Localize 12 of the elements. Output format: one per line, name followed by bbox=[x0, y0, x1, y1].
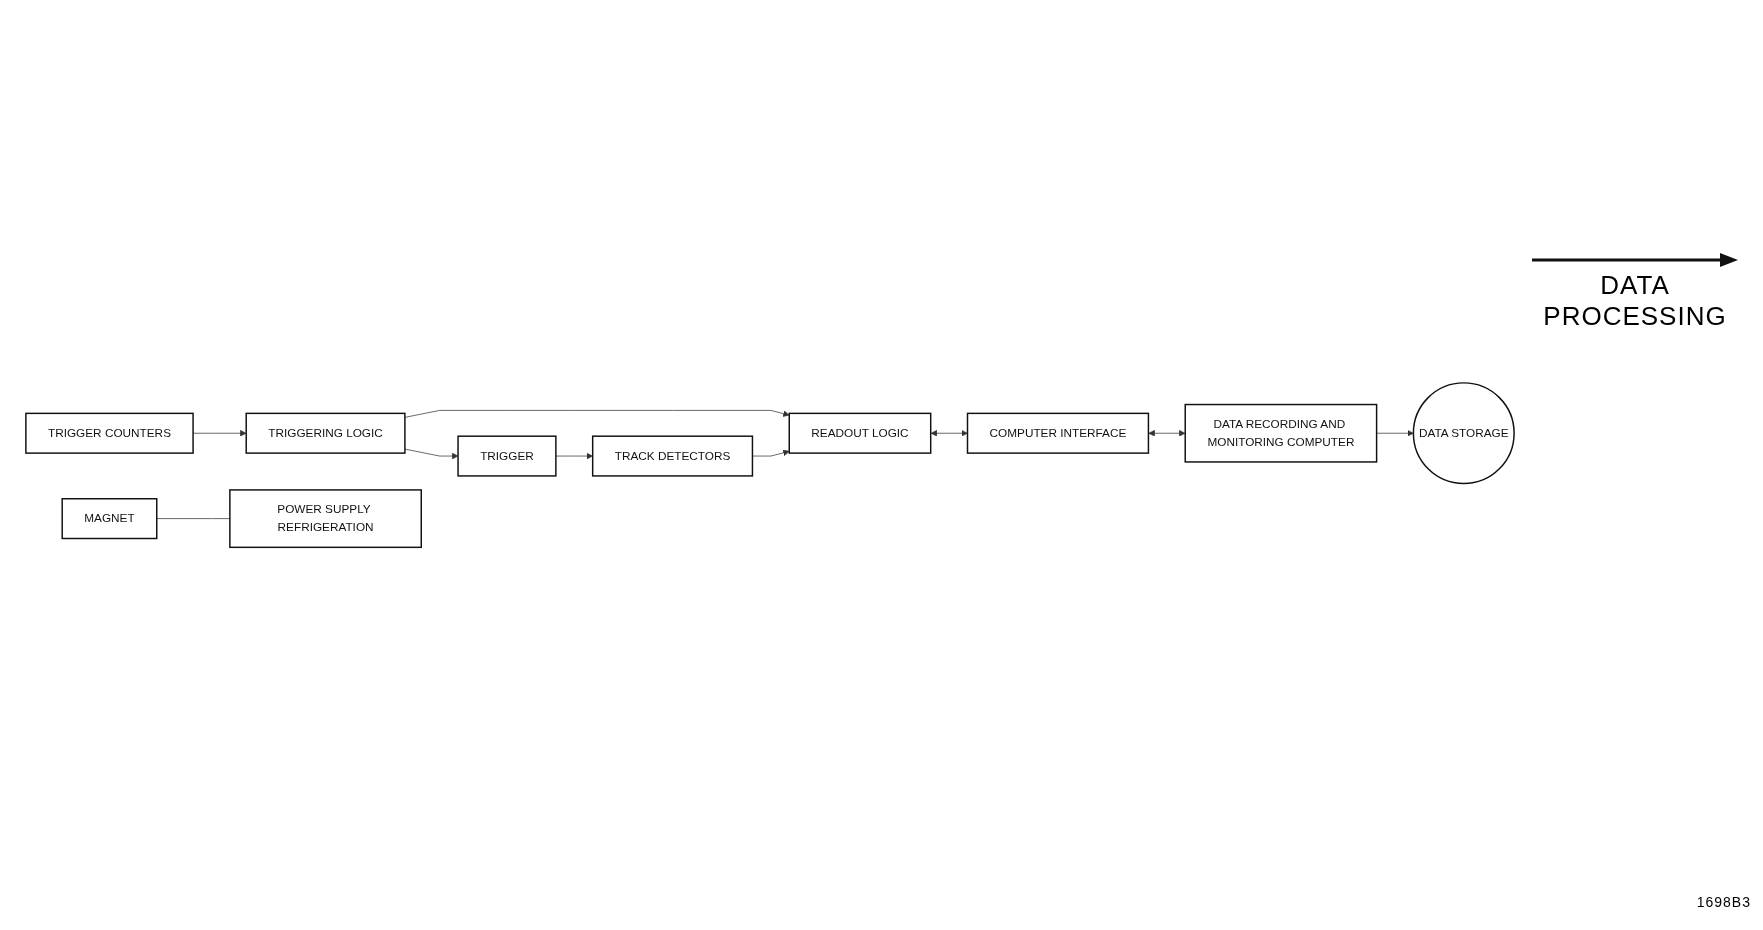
node-box: TRACK DETECTORS bbox=[591, 435, 754, 477]
node-box: DATA RECORDING AND MONITORING COMPUTER bbox=[1184, 403, 1378, 463]
figure-number: 1698B3 bbox=[1696, 894, 1751, 910]
node-circle: DATA STORAGE bbox=[1412, 382, 1515, 485]
node-box: TRIGGER bbox=[457, 435, 557, 477]
node-box: POWER SUPPLY REFRIGERATION bbox=[229, 489, 422, 548]
node-box: READOUT LOGIC bbox=[788, 412, 932, 454]
direction-label: DATA PROCESSING bbox=[1542, 270, 1728, 332]
node-box: TRIGGER COUNTERS bbox=[25, 412, 194, 454]
node-box: MAGNET bbox=[61, 497, 158, 540]
node-box: COMPUTER INTERFACE bbox=[966, 412, 1150, 454]
node-box: TRIGGERING LOGIC bbox=[245, 412, 406, 454]
